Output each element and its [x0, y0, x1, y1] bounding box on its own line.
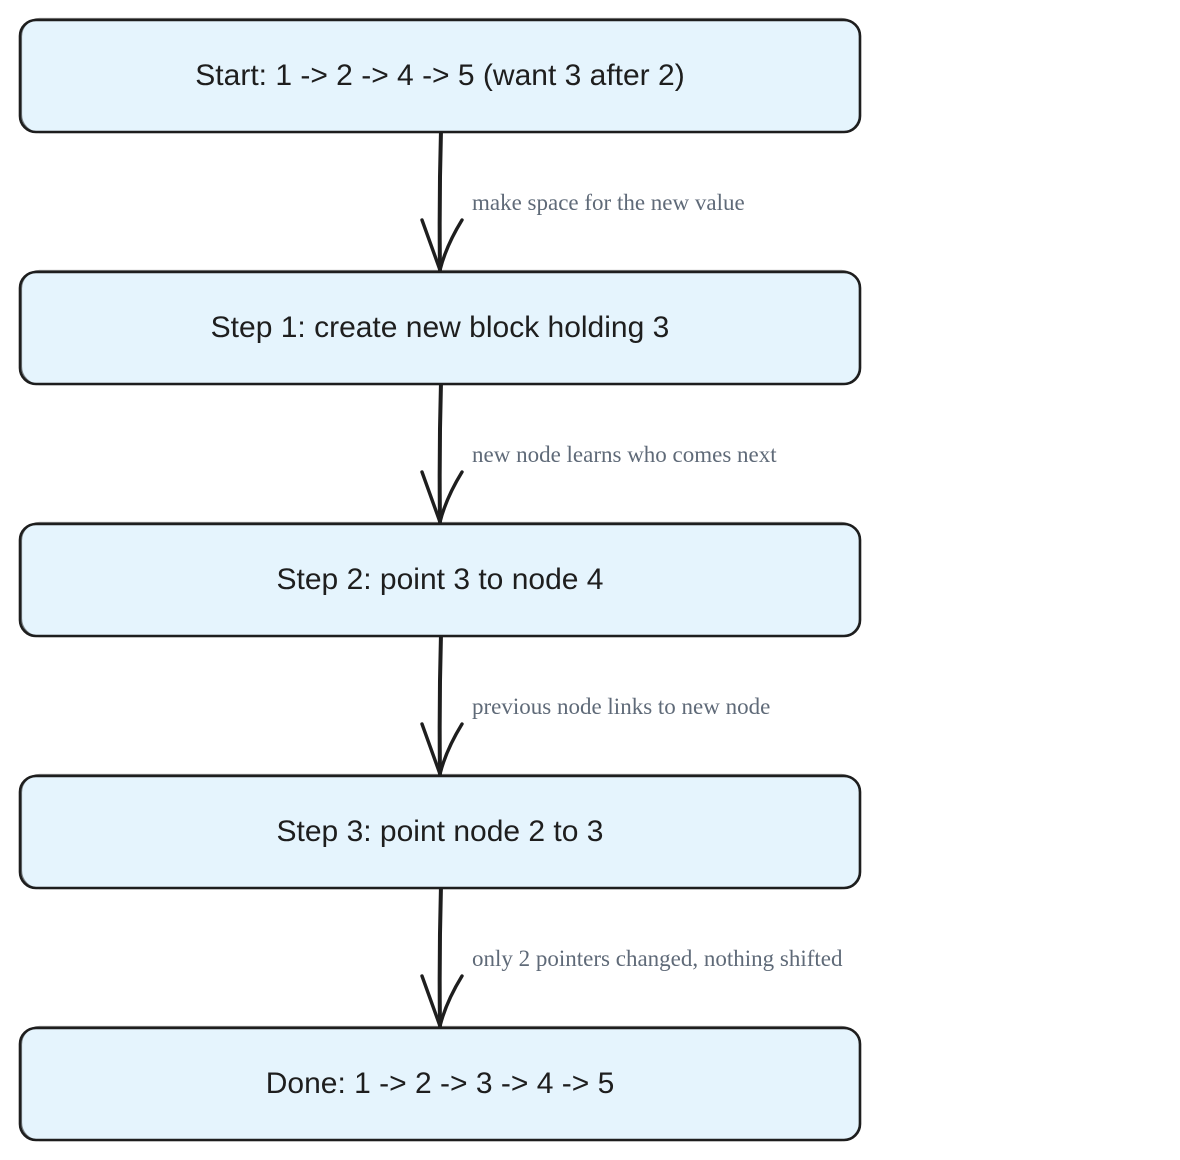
arrow-shaft	[437, 632, 443, 776]
flow-edge-label: new node learns who comes next	[472, 442, 777, 467]
flow-edge-label: only 2 pointers changed, nothing shifted	[472, 946, 843, 971]
flow-node-step2: Step 2: point 3 to node 4	[18, 521, 862, 638]
flow-edge-start-to-step1: make space for the new value	[420, 128, 745, 272]
nodes-layer: Start: 1 -> 2 -> 4 -> 5 (want 3 after 2)…	[18, 17, 862, 1142]
edges-layer: make space for the new value new node lea…	[420, 128, 843, 1028]
arrow-head-icon	[420, 218, 464, 272]
arrow-shaft	[437, 884, 443, 1028]
flow-node-sketch-outline	[20, 269, 861, 386]
flow-node-sketch-outline	[20, 773, 861, 890]
arrow-head-icon	[420, 974, 464, 1028]
flow-node-label: Step 2: point 3 to node 4	[277, 563, 604, 596]
flow-edge-step2-to-step3: previous node links to new node	[420, 632, 770, 776]
flow-edge-label: make space for the new value	[472, 190, 745, 215]
flow-node-step1: Step 1: create new block holding 3	[18, 269, 862, 386]
flow-node-label: Done: 1 -> 2 -> 3 -> 4 -> 5	[266, 1067, 615, 1100]
flow-edge-step3-to-done: only 2 pointers changed, nothing shifted	[420, 884, 843, 1028]
flow-node-label: Step 3: point node 2 to 3	[277, 815, 604, 848]
flow-node-label: Start: 1 -> 2 -> 4 -> 5 (want 3 after 2)	[195, 59, 684, 92]
arrow-shaft	[437, 380, 443, 524]
flow-node-start: Start: 1 -> 2 -> 4 -> 5 (want 3 after 2)	[18, 17, 862, 134]
flow-edge-step1-to-step2: new node learns who comes next	[420, 380, 777, 524]
flow-node-sketch-outline	[20, 1025, 861, 1142]
flow-node-step3: Step 3: point node 2 to 3	[18, 773, 862, 890]
flow-node-sketch-outline	[20, 521, 861, 638]
flow-edge-label: previous node links to new node	[472, 694, 770, 719]
flow-node-sketch-outline	[20, 17, 861, 134]
flow-node-label: Step 1: create new block holding 3	[211, 311, 670, 344]
flow-node-done: Done: 1 -> 2 -> 3 -> 4 -> 5	[18, 1025, 862, 1142]
arrow-shaft	[437, 128, 443, 272]
arrow-head-icon	[420, 722, 464, 776]
arrow-head-icon	[420, 470, 464, 524]
